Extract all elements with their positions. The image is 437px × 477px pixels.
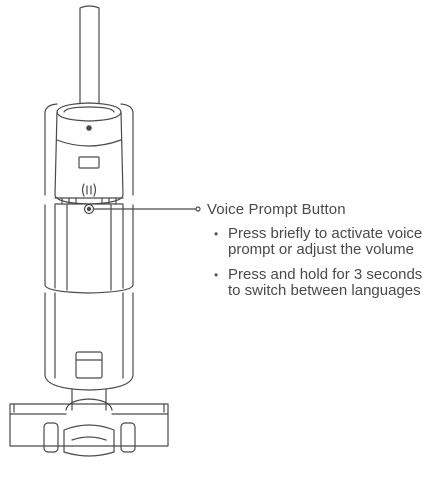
bullet-marker: • [214, 268, 219, 282]
lower-body [44, 292, 134, 391]
list-item: • Press briefly to activate voice prompt… [214, 226, 429, 258]
list-item: • Press and hold for 3 seconds to switch… [214, 267, 429, 299]
voice-prompt-button-label: Voice Prompt Button [207, 201, 346, 218]
handle-pole [79, 5, 100, 104]
instruction-list: • Press briefly to activate voice prompt… [214, 226, 429, 308]
display-window [78, 156, 100, 169]
left-wheel [43, 422, 59, 453]
instruction-text: Press and hold for 3 seconds to switch b… [228, 266, 423, 299]
right-wheel [120, 422, 136, 453]
floor-head [9, 403, 169, 447]
top-collar [56, 102, 122, 122]
mid-body [44, 204, 134, 291]
callout-endpoint-dot [195, 206, 201, 212]
instruction-text: Press briefly to activate voice prompt o… [228, 225, 423, 258]
bullet-marker: • [214, 227, 219, 241]
voice-prompt-button-icon [81, 183, 97, 197]
neck-joint [71, 388, 107, 411]
tank-window [75, 351, 103, 379]
